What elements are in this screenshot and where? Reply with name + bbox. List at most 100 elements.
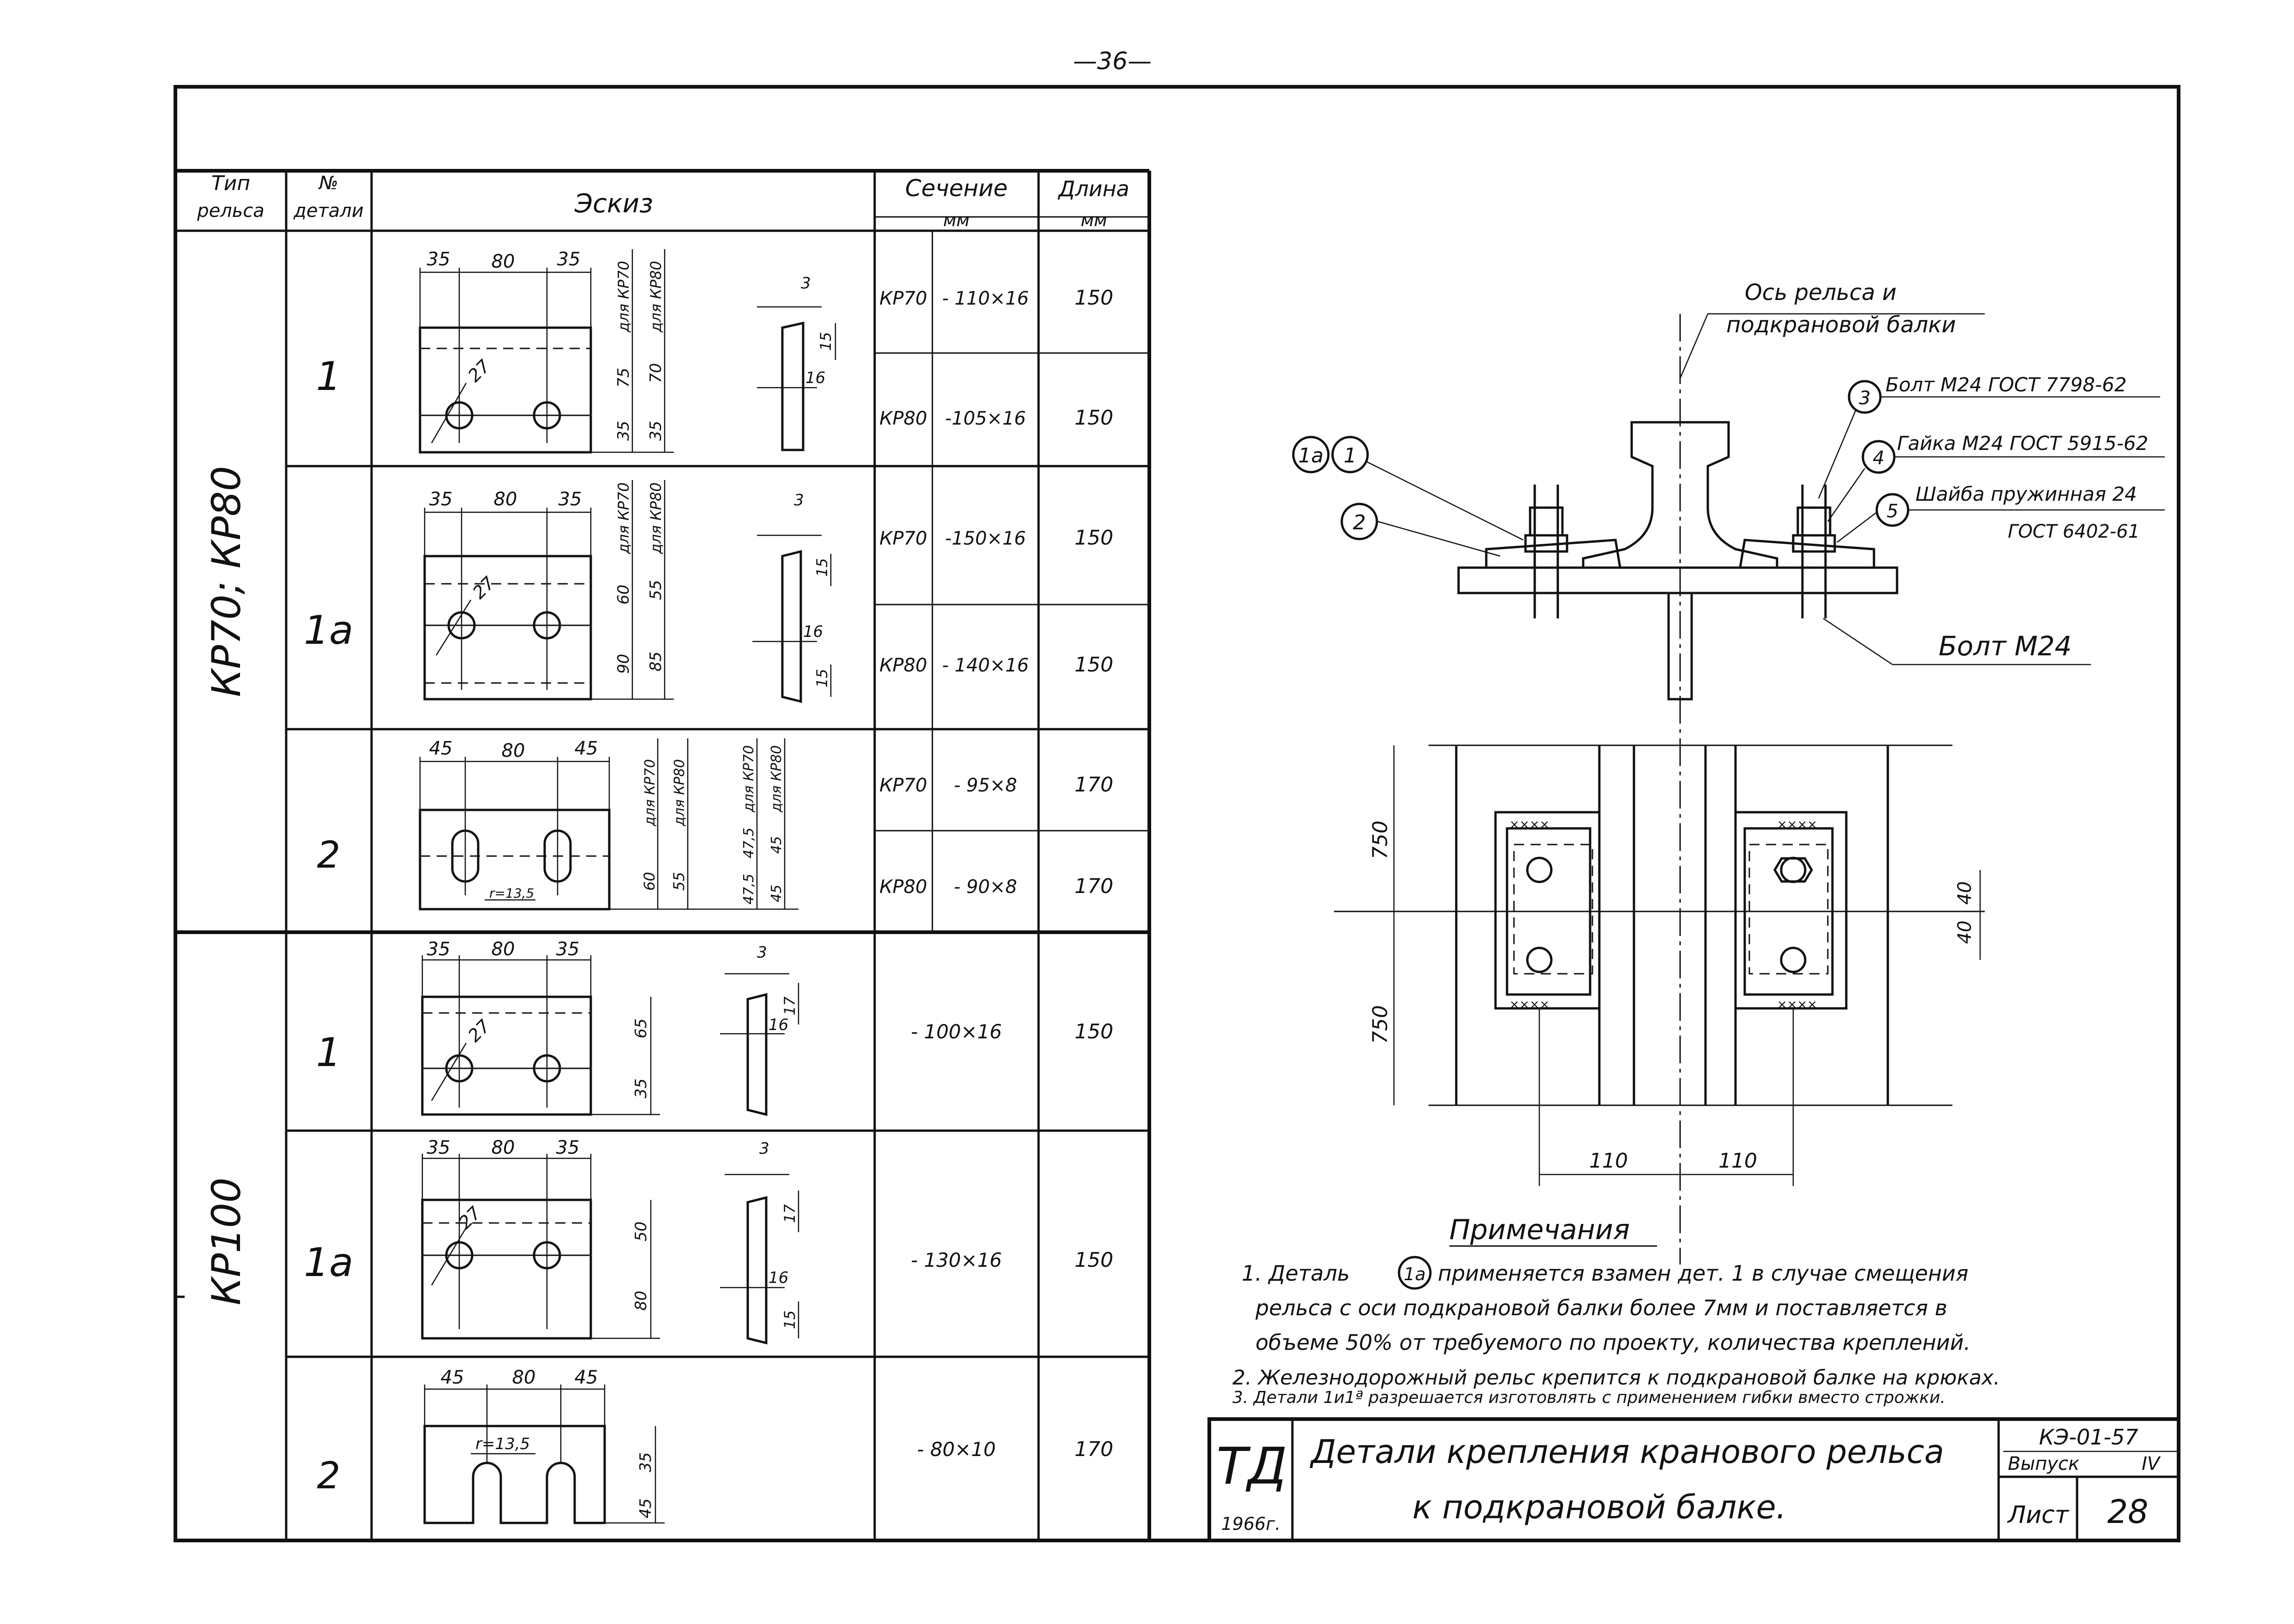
logo: ТД <box>1216 1437 1287 1496</box>
code: КЭ-01-57 <box>2039 1425 2138 1450</box>
rail-cell: КР70 <box>879 288 927 309</box>
callout-4: 4 <box>1873 448 1884 469</box>
group-label-kr100: КР100 <box>204 1177 250 1305</box>
length-cell: 150 <box>1075 406 1113 430</box>
section-cell: -150×16 <box>945 528 1026 549</box>
dim-label: 35 <box>557 249 581 270</box>
dim-label: 45 <box>575 738 598 759</box>
length-cell: 170 <box>1075 773 1113 797</box>
header-detail-no-2: детали <box>293 200 364 222</box>
dim-label: 90 <box>614 654 633 674</box>
dim-label: 45 <box>637 1498 655 1518</box>
dim-label: для КР70 <box>615 482 632 554</box>
axis-label-1: Ось рельса и <box>1745 280 1897 306</box>
rail-cell: КР80 <box>879 408 927 429</box>
length-cell: 150 <box>1075 526 1113 550</box>
note-line: рельса с оси подкрановой балки более 7мм… <box>1255 1295 1947 1320</box>
dim-label: 60 <box>614 585 633 605</box>
rail-cell: КР70 <box>879 775 927 796</box>
dim-label: 15 <box>781 1310 799 1329</box>
dim-label: для КР70 <box>642 759 658 827</box>
dim-label: 85 <box>647 652 665 671</box>
dim-label: 80 <box>494 489 517 510</box>
section-cell: - 110×16 <box>942 288 1029 309</box>
dim-label: для КР80 <box>672 759 688 827</box>
callout-3: 3 <box>1859 388 1870 409</box>
dim-label: 55 <box>647 580 665 600</box>
dim-label: 60 <box>641 872 658 891</box>
weld-marks: ×××× <box>1509 818 1549 832</box>
sketch-detail-2: 45 80 45 r=13,5 для КР70 для КР80 для КР… <box>419 738 799 911</box>
dim-label: для КР80 <box>769 745 785 813</box>
issue-label: Выпуск <box>2008 1453 2079 1474</box>
note-line: 2. Железнодорожный рельс крепится к подк… <box>1232 1366 2000 1390</box>
dim-label: 17 <box>781 1204 799 1223</box>
note-line: 3. Детали 1и1ª разрешается изготовлять с… <box>1232 1388 1946 1407</box>
dim-label: 35 <box>427 249 450 270</box>
callout-1a: 1а <box>1298 444 1324 467</box>
callout-bolt: Болт М24 <box>1939 630 2072 662</box>
dim-label: 40 <box>1954 921 1976 944</box>
dim-label: для КР70 <box>741 745 757 813</box>
length-cell: 150 <box>1075 1248 1113 1272</box>
header-section-1: Сечение <box>905 175 1008 202</box>
year: 1966г. <box>1221 1514 1281 1534</box>
dim-label: 3 <box>801 274 811 293</box>
note-line: 1. Деталь <box>1242 1261 1350 1286</box>
dim-label: 35 <box>614 421 633 441</box>
dim-label: 45 <box>441 1367 464 1388</box>
dim-label: 35 <box>556 939 580 960</box>
dim-label: 35 <box>427 1137 450 1158</box>
detail-no: 1 <box>316 1030 342 1076</box>
dim-label: для КР80 <box>647 482 665 554</box>
section-cell: - 80×10 <box>917 1438 996 1461</box>
detail-no: 2 <box>317 833 341 876</box>
dim-label: 80 <box>502 740 525 761</box>
sketch-detail-1: 35 80 35 27 для КР70 для КР80 75 35 70 3… <box>419 249 836 454</box>
callout-washer-2: ГОСТ 6402-61 <box>2008 521 2140 542</box>
dim-label: 35 <box>558 489 582 510</box>
dim-label: 27 <box>464 356 494 386</box>
issue: IV <box>2142 1453 2161 1474</box>
dim-label: 80 <box>492 939 515 960</box>
dim-label: 3 <box>757 943 767 962</box>
dim-label: 27 <box>464 1016 494 1046</box>
section-cell: - 90×8 <box>954 876 1017 898</box>
dim-label: 35 <box>632 1079 650 1098</box>
weld-marks: ×××× <box>1777 998 1817 1012</box>
section-cell: - 140×16 <box>942 655 1029 676</box>
page-number: —36— <box>1073 48 1152 75</box>
rail-cell: КР80 <box>879 876 927 898</box>
sketch-detail-1a: 35 80 35 27 для КР70 для КР80 60 90 55 8… <box>423 480 832 703</box>
dim-label: 16 <box>805 369 825 387</box>
outer-frame <box>174 85 2180 1542</box>
dim-label: 15 <box>813 669 831 688</box>
axis-label-2: подкрановой балки <box>1726 312 1956 338</box>
section-cell: - 95×8 <box>954 775 1017 796</box>
notes: Примечания 1. Деталь 1а применяется взам… <box>1232 1214 2000 1407</box>
dim-label: 750 <box>1369 1005 1392 1044</box>
dim-label: 15 <box>813 558 831 577</box>
length-cell: 150 <box>1075 653 1113 677</box>
sheet-label: Лист <box>2007 1501 2069 1529</box>
plan-view: ×××× ×××× ×××× ×××× 750 750 40 40 110 11… <box>1334 744 1985 1186</box>
sketch-detail-2-kr100: 45 80 45 r=13,5 35 45 <box>423 1367 665 1524</box>
group-label-kr70-kr80: КР70; КР80 <box>204 466 250 697</box>
dim-label: 45 <box>769 836 785 854</box>
header-section-2: мм <box>943 210 969 230</box>
dim-label: 35 <box>427 939 450 960</box>
weld-marks: ×××× <box>1509 998 1549 1012</box>
dim-label: 35 <box>637 1452 655 1472</box>
dim-label: 16 <box>769 1269 788 1287</box>
dim-label: 35 <box>556 1137 580 1158</box>
length-cell: 150 <box>1075 286 1113 310</box>
dim-label: 16 <box>803 623 823 641</box>
weld-marks: ×××× <box>1777 818 1817 832</box>
header-length-1: Длина <box>1057 176 1129 201</box>
title-line-2: к подкрановой балке. <box>1412 1488 1786 1526</box>
table-header: Тип рельса № детали Эскиз Сечение мм Дли… <box>197 172 1129 230</box>
dim-label: 47,5 <box>741 874 757 905</box>
dim-label: 70 <box>647 363 665 383</box>
rail-cross-section: Ось рельса и подкрановой балки 1а 1 2 3 … <box>1292 280 2165 1264</box>
sketch-detail-1-kr100: 35 80 35 27 65 35 3 17 16 <box>421 939 799 1116</box>
